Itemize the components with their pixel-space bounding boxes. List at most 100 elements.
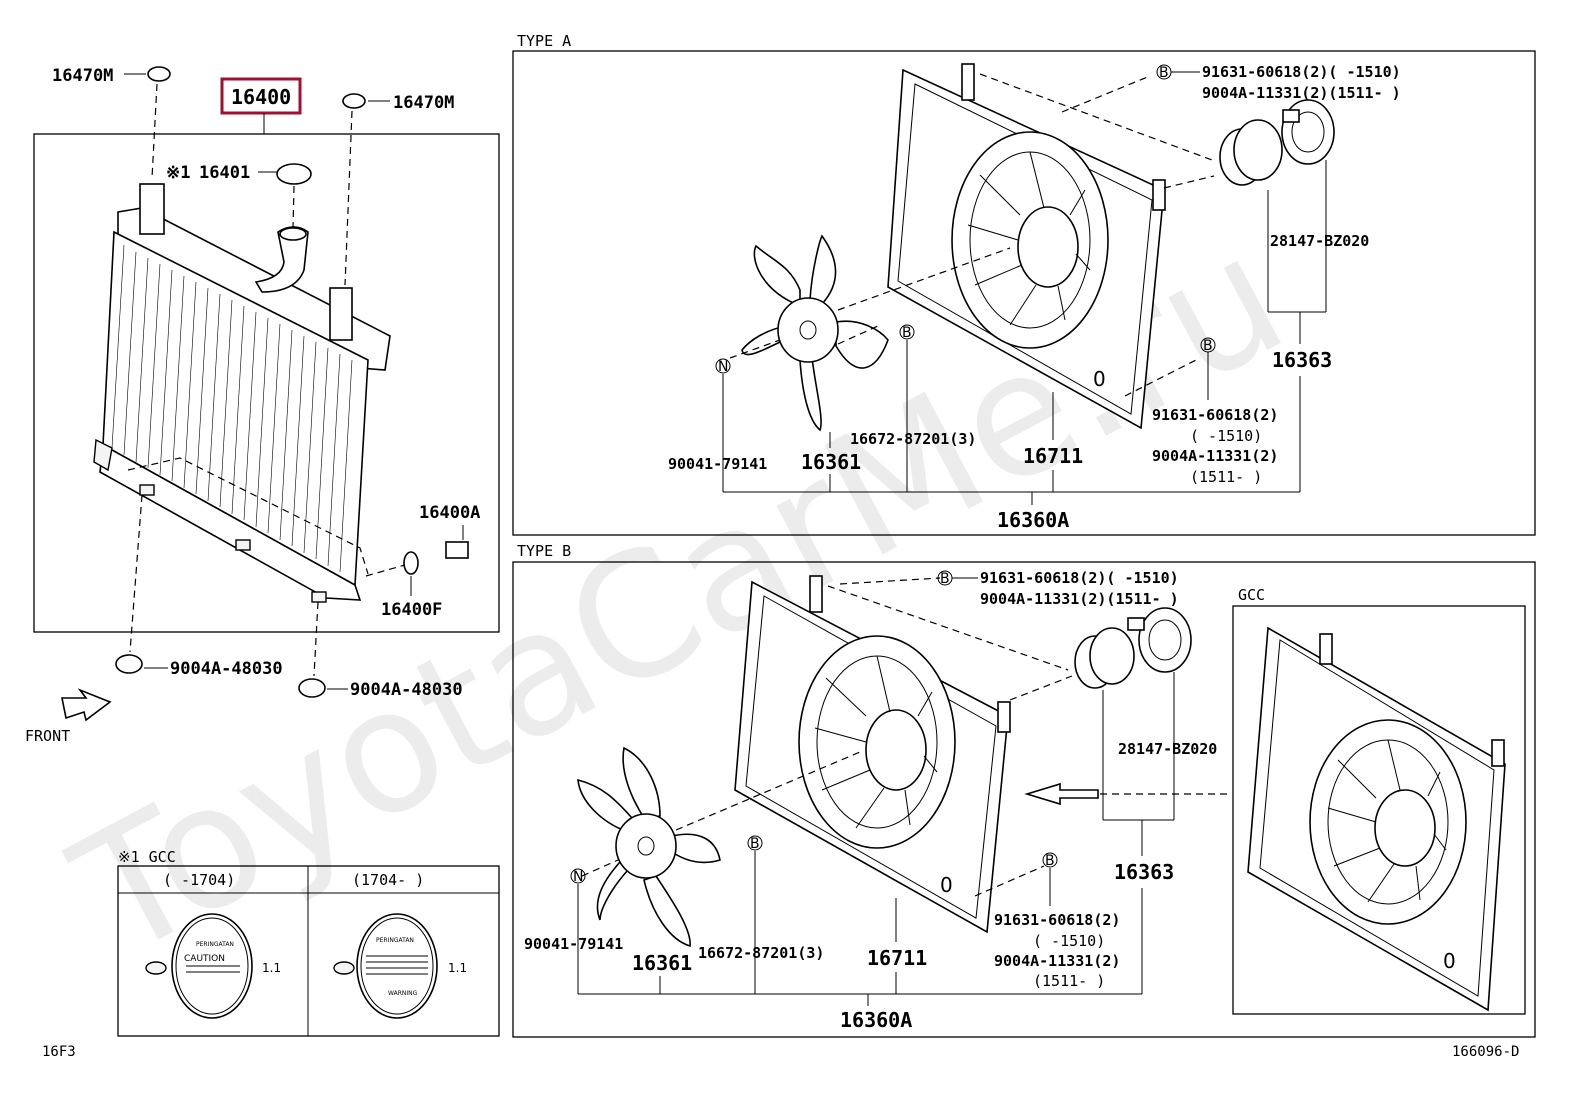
gcc-cap-right-pressure: 1.1: [448, 961, 467, 975]
cushion-right-label[interactable]: 9004A-48030: [350, 680, 463, 700]
hose-plug-left-icon: [147, 66, 171, 82]
type-a-bolt-bottom-4: (1511- ): [1190, 468, 1262, 486]
type-a-nut-label[interactable]: 90041-79141: [668, 455, 767, 473]
type-a-marker-b-mid-text: B: [902, 325, 912, 341]
a-dash-3: [1163, 175, 1215, 189]
b-dash-4: [675, 751, 861, 831]
drain-cock-label[interactable]: 16400A: [419, 503, 480, 523]
type-b-motor-label[interactable]: 28147-BZ020: [1118, 740, 1217, 758]
a-dash-7: [837, 325, 879, 345]
type-a-bolt-top-2[interactable]: 9004A-11331(2)(1511- ): [1202, 84, 1401, 102]
type-a-bolt-bottom-3[interactable]: 9004A-11331(2): [1152, 447, 1278, 465]
type-b-marker-b-mid-text: B: [750, 836, 760, 852]
type-a-shroud-label[interactable]: 16711: [1023, 444, 1083, 468]
type-b-bolt-top-2[interactable]: 9004A-11331(2)(1511- ): [980, 590, 1179, 608]
type-a-marker-b-right-text: B: [1203, 338, 1213, 354]
type-a-fan-label[interactable]: 16361: [801, 450, 861, 474]
svg-text:0: 0: [1443, 949, 1456, 973]
gcc-shroud: 0: [1247, 626, 1506, 1012]
cushion-right-icon: [298, 678, 326, 698]
a-dash-4: [837, 247, 1011, 311]
a-dash-1: [1061, 75, 1151, 113]
cushion-left-dash: [129, 494, 143, 653]
type-a-marker-n: [715, 358, 731, 374]
type-a-assembly-label[interactable]: 16360A: [997, 508, 1069, 532]
a-dash-6: [1124, 357, 1201, 397]
drain-dash: [365, 564, 406, 577]
type-b-nut-label[interactable]: 90041-79141: [524, 935, 623, 953]
type-a-title: TYPE A: [517, 32, 571, 50]
b-dash-5: [581, 859, 619, 877]
cap-dash: [292, 185, 295, 229]
svg-text:0: 0: [1093, 367, 1106, 391]
hose-plug-right-icon: [342, 93, 366, 109]
b-dash-2: [827, 585, 1069, 671]
diagram-code: 166096-D: [1452, 1044, 1519, 1060]
type-b-shroud-bolt-label[interactable]: 16672-87201(3): [698, 944, 824, 962]
gcc-cap-right-icon: [333, 913, 438, 1019]
gcc-cap-title: ※1 GCC: [118, 848, 176, 866]
type-b-fan-label[interactable]: 16361: [632, 951, 692, 975]
drain-gasket-icon: [403, 551, 419, 575]
gcc-cap-right-top: PERINGATAN: [376, 937, 414, 944]
type-a-motor-label[interactable]: 28147-BZ020: [1270, 232, 1369, 250]
type-b-frame: [512, 561, 1536, 1038]
gcc-cap-left-pressure: 1.1: [262, 961, 281, 975]
gcc-cap-left-top: PERINGATAN: [196, 941, 234, 948]
a-dash-2: [979, 73, 1213, 161]
type-a-motor-icon: [1219, 99, 1335, 186]
front-arrow-icon: [61, 688, 112, 722]
type-a-motor-assy-label[interactable]: 16363: [1272, 348, 1332, 372]
plug-left-dash: [151, 83, 158, 179]
drain-cock-icon: [445, 541, 469, 559]
type-a-shroud-bolt-label[interactable]: 16672-87201(3): [850, 430, 976, 448]
type-b-bolt-bottom-4: (1511- ): [1033, 972, 1105, 990]
main-part-highlight: [220, 77, 302, 115]
type-a-marker-b-mid: [899, 324, 915, 340]
radiator-body: [93, 183, 391, 603]
front-label: FRONT: [25, 727, 70, 745]
plug-right-dash: [344, 110, 353, 286]
type-b-marker-b-mid: [747, 835, 763, 851]
type-a-bolt-bottom-1[interactable]: 91631-60618(2): [1152, 406, 1278, 424]
gcc-cap-col-right: (1704- ): [352, 871, 424, 889]
type-a-marker-n-text: N: [718, 359, 728, 375]
gcc-title: GCC: [1238, 586, 1265, 604]
type-b-bolt-bottom-1[interactable]: 91631-60618(2): [994, 911, 1120, 929]
type-b-title: TYPE B: [517, 542, 571, 560]
gcc-cap-left-icon: [145, 913, 253, 1019]
hose-plug-right-label[interactable]: 16470M: [393, 93, 454, 113]
type-b-marker-b-right-text: B: [1045, 853, 1055, 869]
type-b-assembly-label[interactable]: 16360A: [840, 1008, 912, 1032]
gcc-cap-col-left: ( -1704): [163, 871, 235, 889]
hose-plug-left-label[interactable]: 16470M: [52, 66, 113, 86]
gcc-arrow-icon: [1024, 782, 1230, 806]
svg-text:0: 0: [940, 873, 953, 897]
type-a-bolt-top-1[interactable]: 91631-60618(2)( -1510): [1202, 63, 1401, 81]
type-b-motor-assy-label[interactable]: 16363: [1114, 860, 1174, 884]
gcc-cap-left-bottom: CAUTION: [184, 954, 225, 964]
radiator-cap-icon: [276, 163, 312, 185]
gcc-frame: [1232, 605, 1526, 1015]
b-dash-3: [1009, 675, 1073, 701]
cushion-left-label[interactable]: 9004A-48030: [170, 659, 283, 679]
radiator-frame: [33, 133, 500, 633]
type-b-bolt-bottom-3[interactable]: 9004A-11331(2): [994, 952, 1120, 970]
type-b-fan: [577, 746, 721, 948]
type-b-marker-n: [570, 868, 586, 884]
type-b-marker-n-text: N: [573, 869, 583, 885]
type-b-motor-icon: [1074, 607, 1192, 689]
section-code: 16F3: [42, 1044, 76, 1060]
drain-gasket-label[interactable]: 16400F: [381, 600, 442, 620]
a-dash-5: [729, 339, 781, 359]
type-b-shroud: 0: [734, 575, 1011, 934]
type-b-bolt-top-1[interactable]: 91631-60618(2)( -1510): [980, 569, 1179, 587]
radiator-cap-label[interactable]: 16401: [199, 163, 250, 183]
cap-note-mark: ※1: [166, 163, 190, 183]
cushion-right-dash: [313, 601, 319, 677]
type-b-shroud-label[interactable]: 16711: [867, 946, 927, 970]
type-a-bolt-bottom-2: ( -1510): [1190, 427, 1262, 445]
radiator-part-number[interactable]: 16400: [231, 85, 291, 109]
